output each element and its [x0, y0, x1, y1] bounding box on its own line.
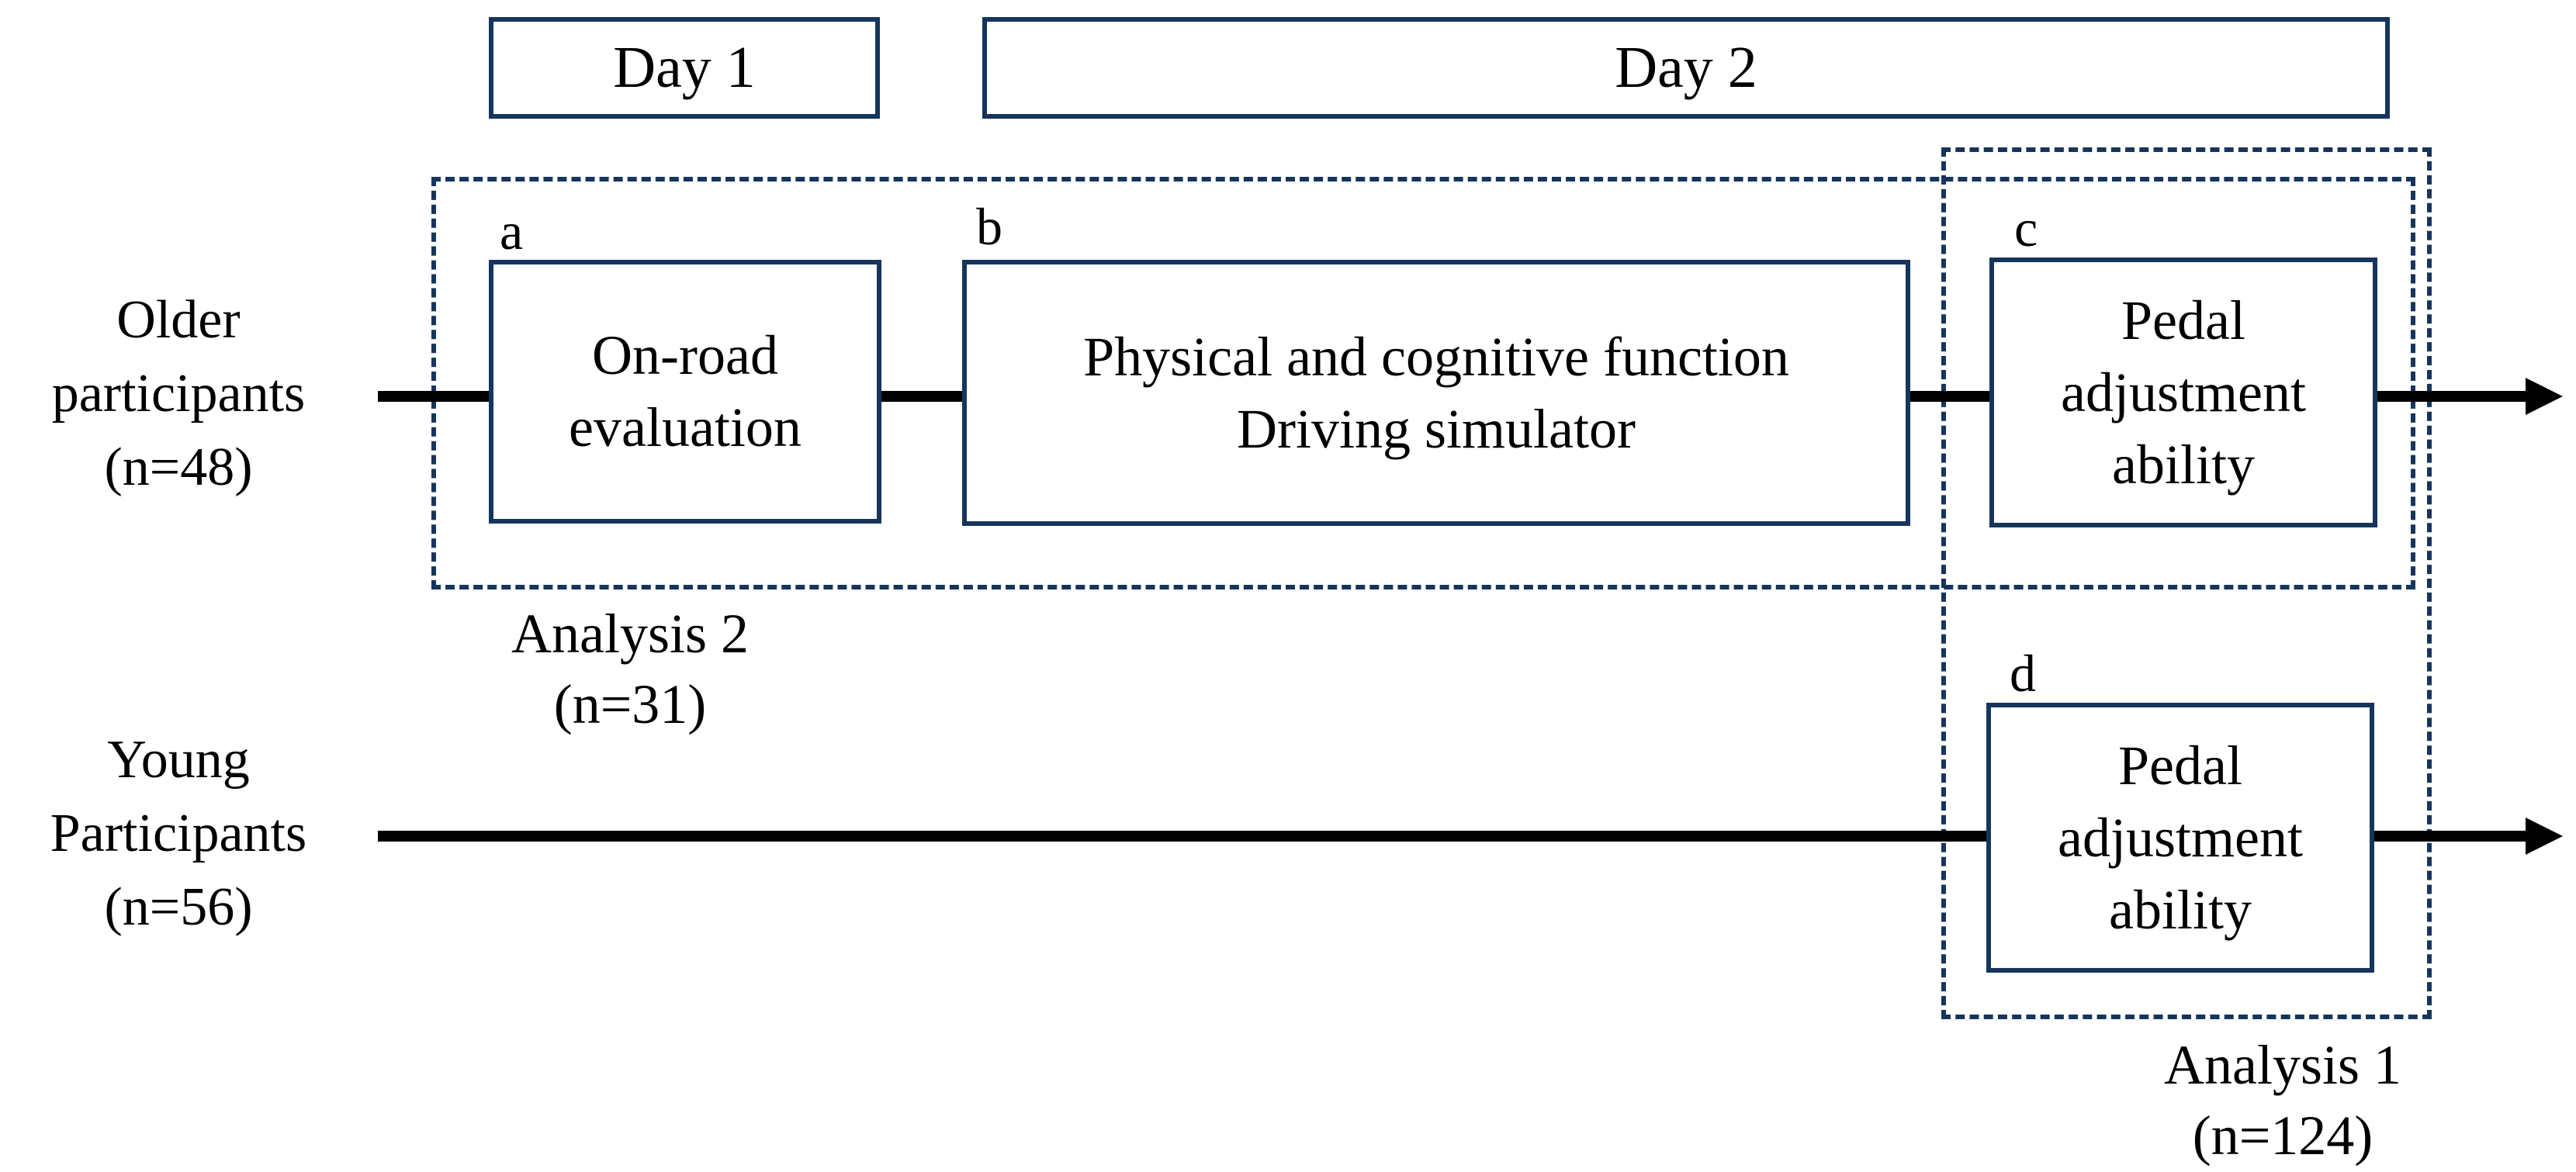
on-road-evaluation-line1: On-road	[592, 324, 778, 386]
day1-header-label: Day 1	[613, 35, 756, 100]
older-participants-count: (n=48)	[104, 437, 253, 497]
older-participants-line1: Older	[116, 290, 241, 350]
pedal-adjustment-ability-young-box: Pedal adjustment ability	[1986, 703, 2374, 973]
step-c-letter: c	[2014, 199, 2038, 258]
on-road-evaluation-line2: evaluation	[569, 396, 802, 458]
older-participants-line2: participants	[51, 364, 306, 424]
pedal-adjustment-ability-older-box: Pedal adjustment ability	[1989, 258, 2377, 527]
older-participants-label: Older participants (n=48)	[16, 283, 341, 504]
physical-cognitive-function-line2: Driving simulator	[1237, 397, 1636, 460]
young-timeline-arrowhead-icon	[2526, 818, 2563, 855]
pedal-adjustment-young-line3: ability	[2109, 878, 2252, 941]
young-participants-line2: Participants	[50, 804, 307, 863]
pedal-adjustment-young-line1: Pedal	[2118, 734, 2242, 797]
young-participants-label: Young Participants (n=56)	[16, 723, 341, 944]
analysis2-title: Analysis 2	[511, 603, 749, 665]
step-b-letter: b	[976, 197, 1002, 256]
pedal-adjustment-older-line1: Pedal	[2121, 289, 2245, 351]
analysis1-title: Analysis 1	[2164, 1034, 2401, 1096]
pedal-adjustment-older-line3: ability	[2112, 433, 2255, 496]
physical-cognitive-function-line1: Physical and cognitive function	[1083, 325, 1789, 388]
step-a-letter: a	[500, 202, 524, 261]
day2-header-box: Day 2	[982, 17, 2390, 119]
analysis2-label: Analysis 2 (n=31)	[428, 599, 832, 740]
pedal-adjustment-young-line2: adjustment	[2058, 806, 2303, 869]
older-timeline-arrowhead-icon	[2526, 378, 2563, 415]
analysis2-dashed-frame	[431, 177, 2415, 589]
analysis1-label: Analysis 1 (n=124)	[2081, 1030, 2484, 1171]
pedal-adjustment-older-line2: adjustment	[2061, 361, 2306, 424]
day2-header-label: Day 2	[1615, 35, 1757, 100]
physical-cognitive-function-box: Physical and cognitive function Driving …	[962, 260, 1910, 526]
analysis2-count: (n=31)	[553, 673, 707, 735]
step-d-letter: d	[2010, 644, 2036, 703]
day1-header-box: Day 1	[489, 17, 880, 119]
analysis1-count: (n=124)	[2192, 1105, 2373, 1167]
young-participants-count: (n=56)	[104, 877, 253, 937]
on-road-evaluation-box: On-road evaluation	[489, 260, 881, 524]
young-participants-line1: Young	[107, 730, 250, 790]
analysis1-dashed-frame	[1941, 147, 2432, 1019]
